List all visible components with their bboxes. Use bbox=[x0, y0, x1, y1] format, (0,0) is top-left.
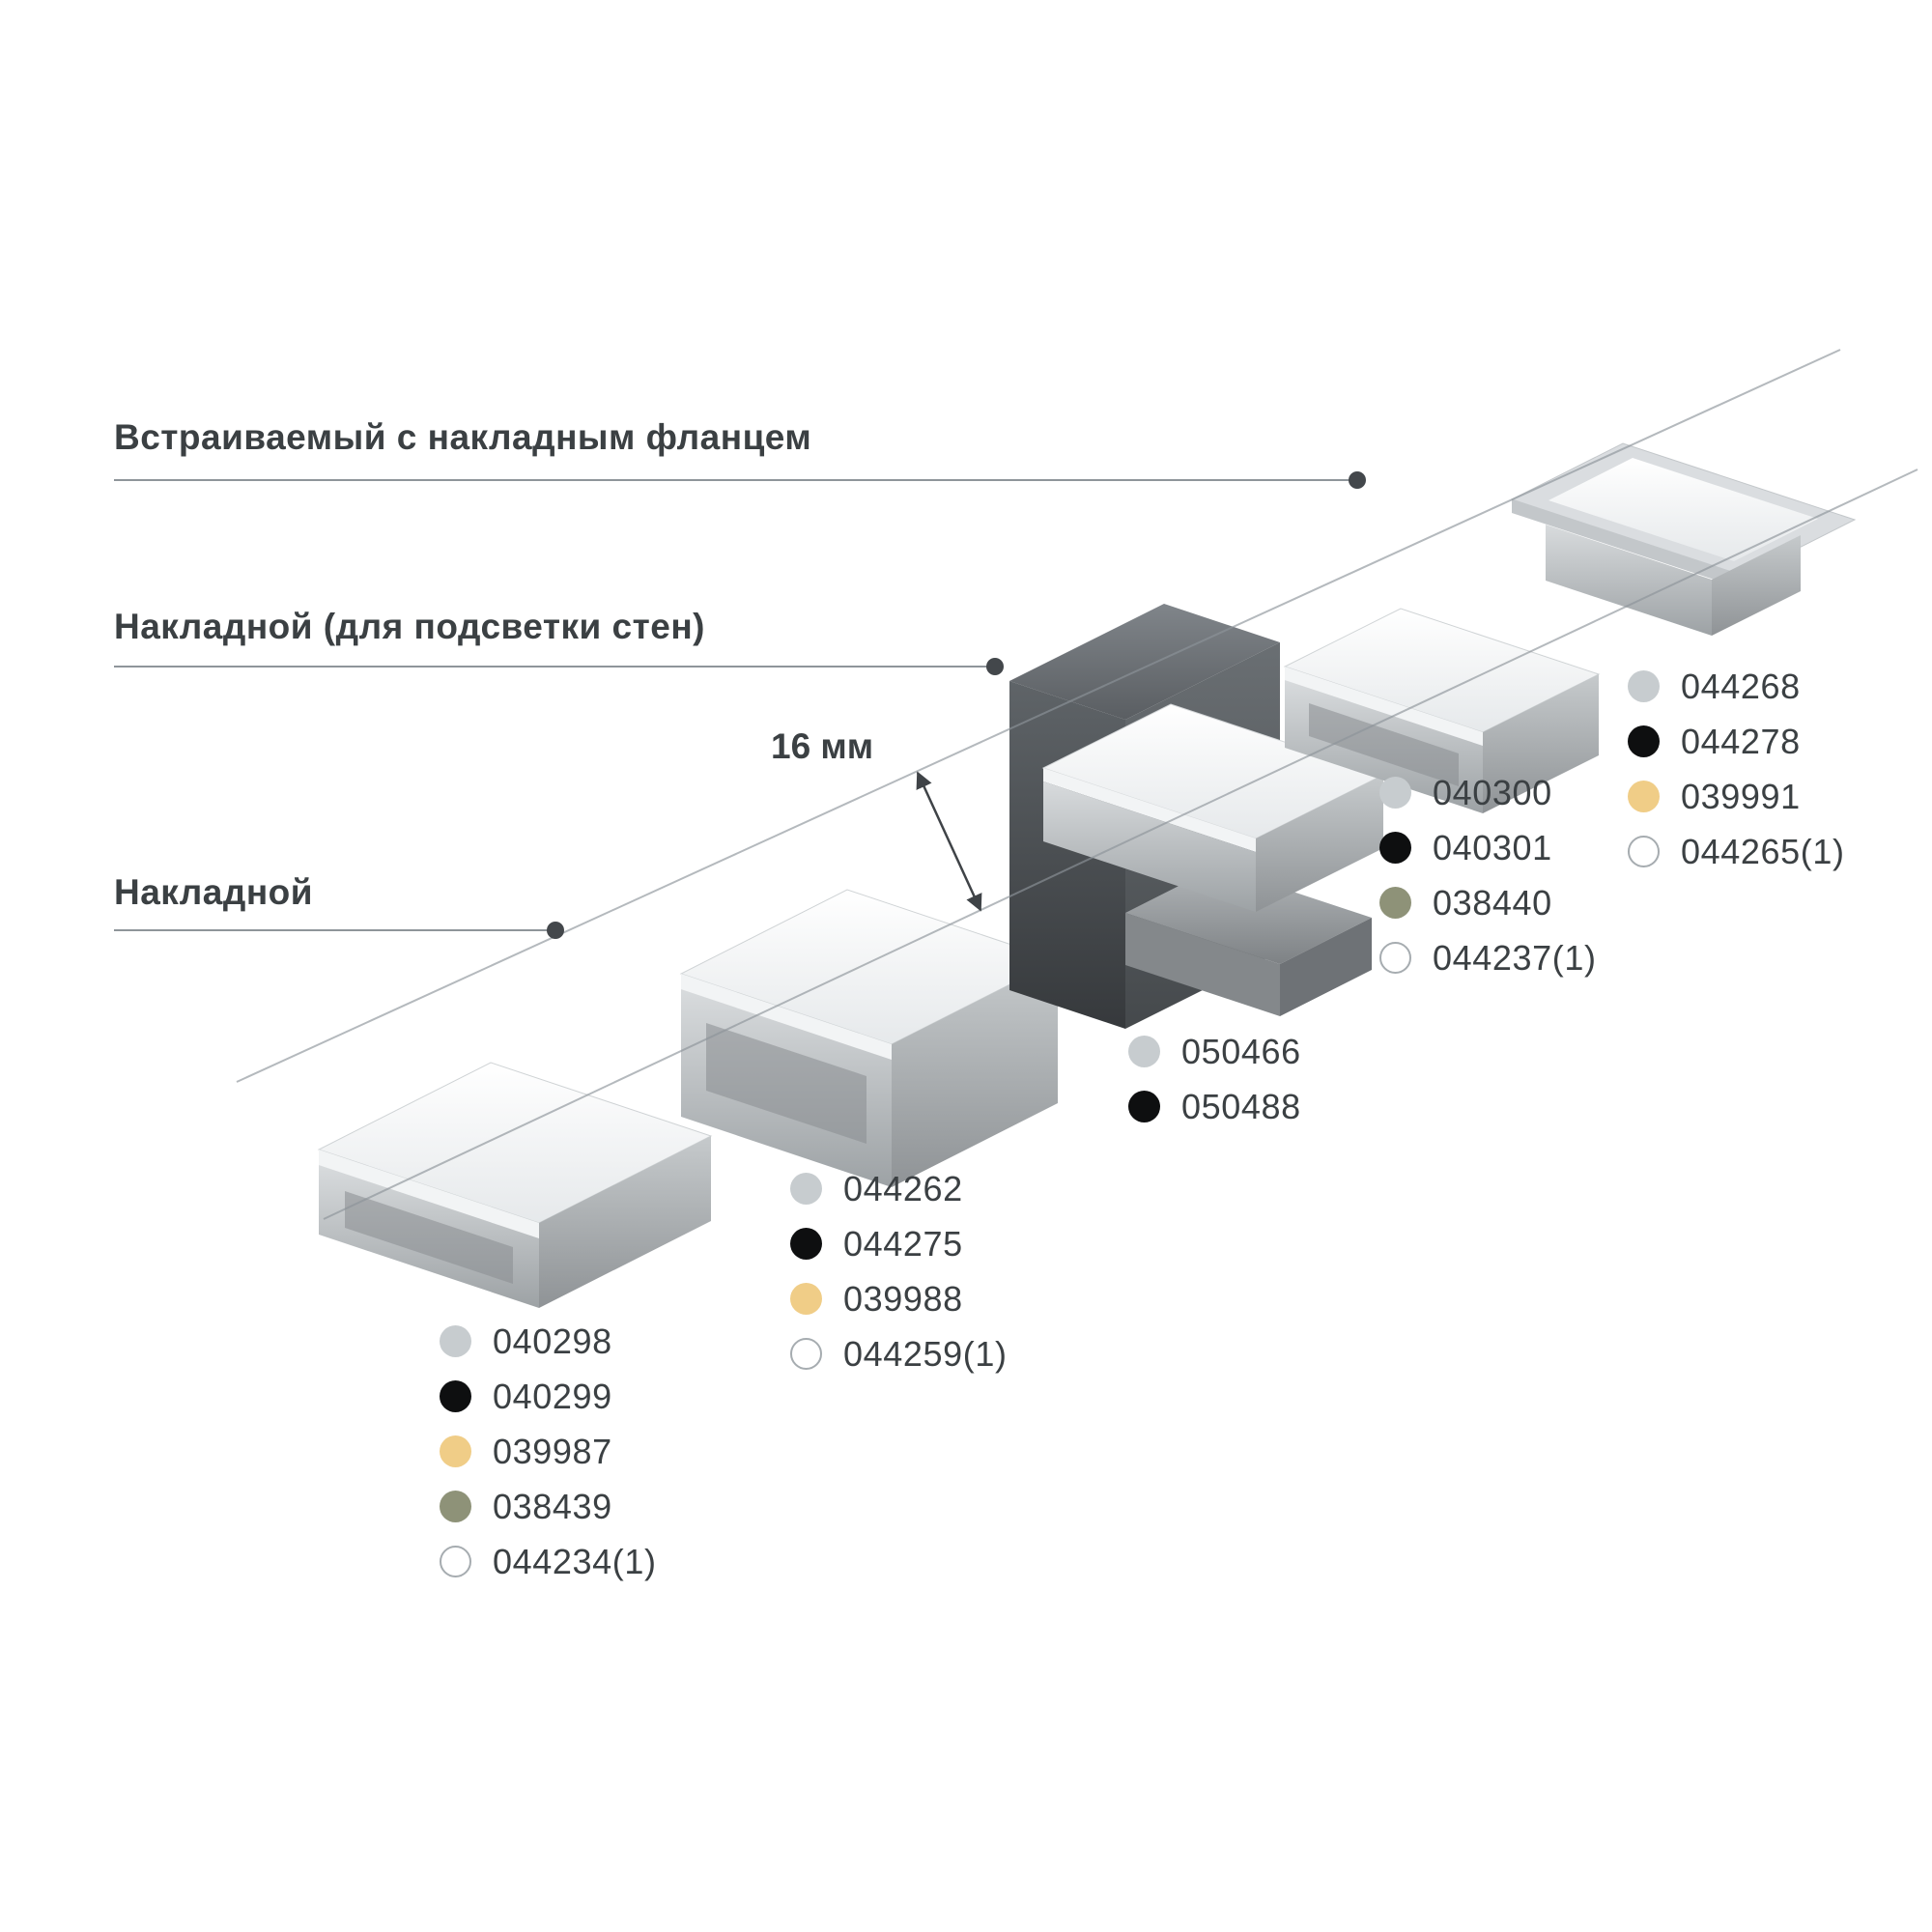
label-surface-wall: Накладной (для подсветки стен) bbox=[114, 607, 705, 646]
article-list-surface-high: 044262 044275 039988 044259(1) bbox=[790, 1161, 1008, 1381]
color-dot-icon bbox=[1628, 670, 1660, 702]
article-item: 044262 bbox=[790, 1161, 1008, 1216]
article-item: 039988 bbox=[790, 1271, 1008, 1326]
article-item: 040298 bbox=[440, 1314, 657, 1369]
article-code: 044237(1) bbox=[1433, 937, 1597, 978]
article-item: 044234(1) bbox=[440, 1534, 657, 1589]
article-code: 044262 bbox=[843, 1168, 963, 1208]
label-surface: Накладной bbox=[114, 872, 314, 912]
dimension-label: 16 мм bbox=[771, 726, 874, 766]
article-item: 039991 bbox=[1628, 769, 1845, 824]
article-list-surface-low: 040298 040299 039987 038439 044234(1) bbox=[440, 1314, 657, 1589]
color-dot-icon bbox=[1379, 887, 1411, 919]
article-code: 044234(1) bbox=[493, 1541, 657, 1581]
color-dot-icon bbox=[1379, 832, 1411, 864]
profile-render-surface-low bbox=[317, 1062, 713, 1308]
article-item: 039987 bbox=[440, 1424, 657, 1479]
leader-dot-surface bbox=[547, 922, 564, 939]
color-dot-icon bbox=[790, 1173, 822, 1205]
article-code: 044265(1) bbox=[1681, 831, 1845, 871]
profile-render-surface-high bbox=[679, 889, 1060, 1187]
color-dot-icon bbox=[1628, 781, 1660, 812]
article-item: 044278 bbox=[1628, 714, 1845, 769]
article-list-recessed: 040300 040301 038440 044237(1) bbox=[1379, 765, 1597, 985]
article-item: 044275 bbox=[790, 1216, 1008, 1271]
article-item: 050488 bbox=[1128, 1079, 1301, 1134]
article-item: 044237(1) bbox=[1379, 930, 1597, 985]
leader-dot-surface-wall bbox=[986, 658, 1004, 675]
article-code: 044275 bbox=[843, 1223, 963, 1264]
article-item: 044265(1) bbox=[1628, 824, 1845, 879]
color-dot-icon bbox=[440, 1491, 471, 1522]
article-code: 044268 bbox=[1681, 666, 1801, 706]
article-code: 040298 bbox=[493, 1321, 612, 1361]
color-dot-icon bbox=[790, 1228, 822, 1260]
profile-render-wall bbox=[1009, 604, 1385, 1029]
color-dot-icon bbox=[1128, 1036, 1160, 1067]
color-dot-icon bbox=[1628, 836, 1660, 867]
strip-axis-lines bbox=[236, 349, 1918, 1220]
article-item: 044259(1) bbox=[790, 1326, 1008, 1381]
article-code: 039988 bbox=[843, 1278, 963, 1319]
article-code: 044259(1) bbox=[843, 1333, 1008, 1374]
article-code: 050466 bbox=[1181, 1031, 1301, 1071]
article-list-recessed-flange: 044268 044278 039991 044265(1) bbox=[1628, 659, 1845, 879]
label-leader-lines bbox=[114, 471, 1366, 939]
article-code: 040300 bbox=[1433, 772, 1552, 812]
profile-render-recessed bbox=[1283, 608, 1601, 813]
color-dot-icon bbox=[790, 1338, 822, 1370]
article-item: 040301 bbox=[1379, 820, 1597, 875]
article-item: 044268 bbox=[1628, 659, 1845, 714]
article-code: 040299 bbox=[493, 1376, 612, 1416]
color-dot-icon bbox=[1379, 942, 1411, 974]
label-recessed-flange: Встраиваемый с накладным фланцем bbox=[114, 417, 812, 457]
article-code: 038439 bbox=[493, 1486, 612, 1526]
article-code: 040301 bbox=[1433, 827, 1552, 867]
article-item: 040299 bbox=[440, 1369, 657, 1424]
dimension-arrow bbox=[916, 771, 982, 912]
color-dot-icon bbox=[440, 1546, 471, 1577]
article-code: 039991 bbox=[1681, 776, 1801, 816]
article-code: 038440 bbox=[1433, 882, 1552, 923]
color-dot-icon bbox=[1379, 777, 1411, 809]
article-code: 044278 bbox=[1681, 721, 1801, 761]
article-code: 039987 bbox=[493, 1431, 612, 1471]
color-dot-icon bbox=[440, 1325, 471, 1357]
article-item: 040300 bbox=[1379, 765, 1597, 820]
color-dot-icon bbox=[440, 1380, 471, 1412]
article-list-wall: 050466 050488 bbox=[1128, 1024, 1301, 1134]
color-dot-icon bbox=[1128, 1091, 1160, 1122]
color-dot-icon bbox=[790, 1283, 822, 1315]
article-item: 050466 bbox=[1128, 1024, 1301, 1079]
article-item: 038440 bbox=[1379, 875, 1597, 930]
article-code: 050488 bbox=[1181, 1086, 1301, 1126]
leader-dot-recessed-flange bbox=[1349, 471, 1366, 489]
color-dot-icon bbox=[1628, 725, 1660, 757]
profile-render-recessed-flange bbox=[1510, 442, 1857, 636]
article-item: 038439 bbox=[440, 1479, 657, 1534]
color-dot-icon bbox=[440, 1435, 471, 1467]
